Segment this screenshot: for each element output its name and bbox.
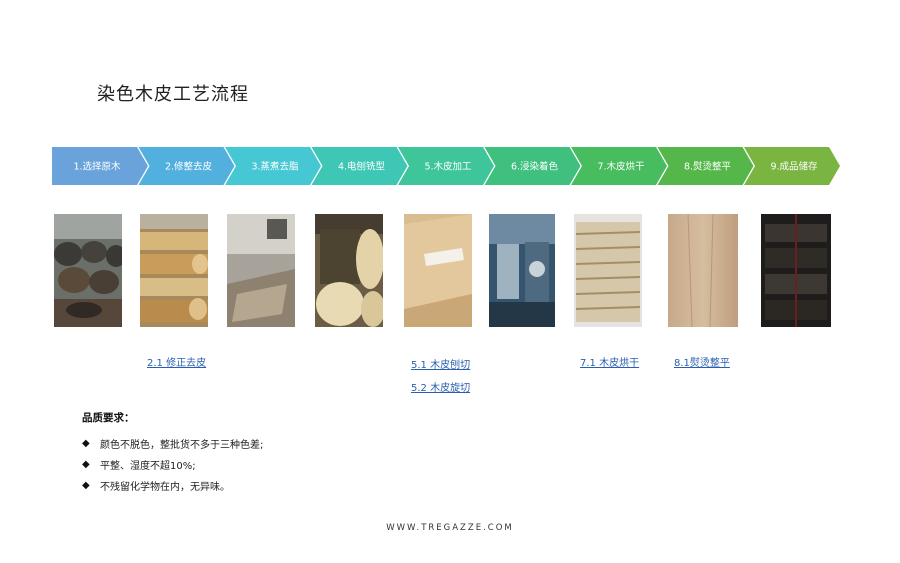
process-step-1 <box>52 147 148 185</box>
process-step-label: 7.木皮烘干 <box>597 161 644 173</box>
process-step-7 <box>571 147 667 185</box>
link-2-1-trim-debark[interactable]: 2.1 修正去皮 <box>147 358 207 369</box>
debarked-logs-photo <box>140 214 208 327</box>
steaming-photo <box>227 214 295 327</box>
process-step-6 <box>484 147 581 185</box>
storage-rack-photo <box>761 214 831 327</box>
link-5-2-veneer-peeling[interactable]: 5.2 木皮旋切 <box>411 383 471 394</box>
dyeing-machine-photo <box>489 214 555 327</box>
process-step-3 <box>225 147 321 185</box>
quality-requirements: 品质要求： ◆ 颜色不脱色，整批货不多于三种色差; ◆ 平整、湿度不超10%; … <box>82 410 263 496</box>
diamond-bullet-icon: ◆ <box>82 480 90 491</box>
process-step-8 <box>657 147 754 185</box>
process-flow: 1.选择原木 2.修整去皮 3.蒸煮去脂 4.电刨铣型 5.木皮加工 6.浸染着色 7.木皮… <box>52 147 852 185</box>
quality-item-text: 颜色不脱色，整批货不多于三种色差; <box>100 440 264 451</box>
quality-item-text: 平整、湿度不超10%; <box>100 461 196 472</box>
process-step-9 <box>744 147 840 185</box>
process-step-label: 3.蒸煮去脂 <box>251 161 299 173</box>
drying-stack-photo <box>574 214 642 327</box>
process-step-label: 5.木皮加工 <box>424 161 472 173</box>
quality-title: 品质要求： <box>82 412 135 424</box>
process-step-label: 9.成品储存 <box>770 161 818 173</box>
link-5-1-veneer-slicing[interactable]: 5.1 木皮刨切 <box>411 360 471 371</box>
process-step-label: 1.选择原木 <box>73 161 121 173</box>
flat-veneer-photo <box>668 214 738 327</box>
process-step-label: 4.电刨铣型 <box>338 161 386 173</box>
page-title: 染色木皮工艺流程 <box>97 84 249 105</box>
link-7-1-veneer-drying[interactable]: 7.1 木皮烘干 <box>580 358 640 369</box>
link-8-1-ironing[interactable]: 8.1熨烫整平 <box>674 358 730 369</box>
quality-item: ◆ 平整、湿度不超10%; <box>82 454 263 475</box>
process-step-5 <box>398 147 494 185</box>
diamond-bullet-icon: ◆ <box>82 438 90 449</box>
process-step-label: 6.浸染着色 <box>511 161 559 173</box>
veneer-sample-photo <box>404 214 472 327</box>
quality-item: ◆ 颜色不脱色，整批货不多于三种色差; <box>82 433 263 454</box>
quality-item: ◆ 不残留化学物在内，无异味。 <box>82 475 263 496</box>
diamond-bullet-icon: ◆ <box>82 459 90 470</box>
logs-photo <box>54 214 122 327</box>
process-step-label: 8.熨烫整平 <box>684 161 732 173</box>
process-step-2 <box>138 147 235 185</box>
process-flow-chevrons: 1.选择原木 2.修整去皮 3.蒸煮去脂 4.电刨铣型 5.木皮加工 6.浸染着色 7.木皮… <box>52 147 840 185</box>
process-step-label: 2.修整去皮 <box>165 161 213 173</box>
footer-website: WWW.TREGAZZE.COM <box>386 523 514 533</box>
quality-item-text: 不残留化学物在内，无异味。 <box>100 482 230 493</box>
milled-block-photo <box>315 214 383 327</box>
process-step-4 <box>311 147 408 185</box>
